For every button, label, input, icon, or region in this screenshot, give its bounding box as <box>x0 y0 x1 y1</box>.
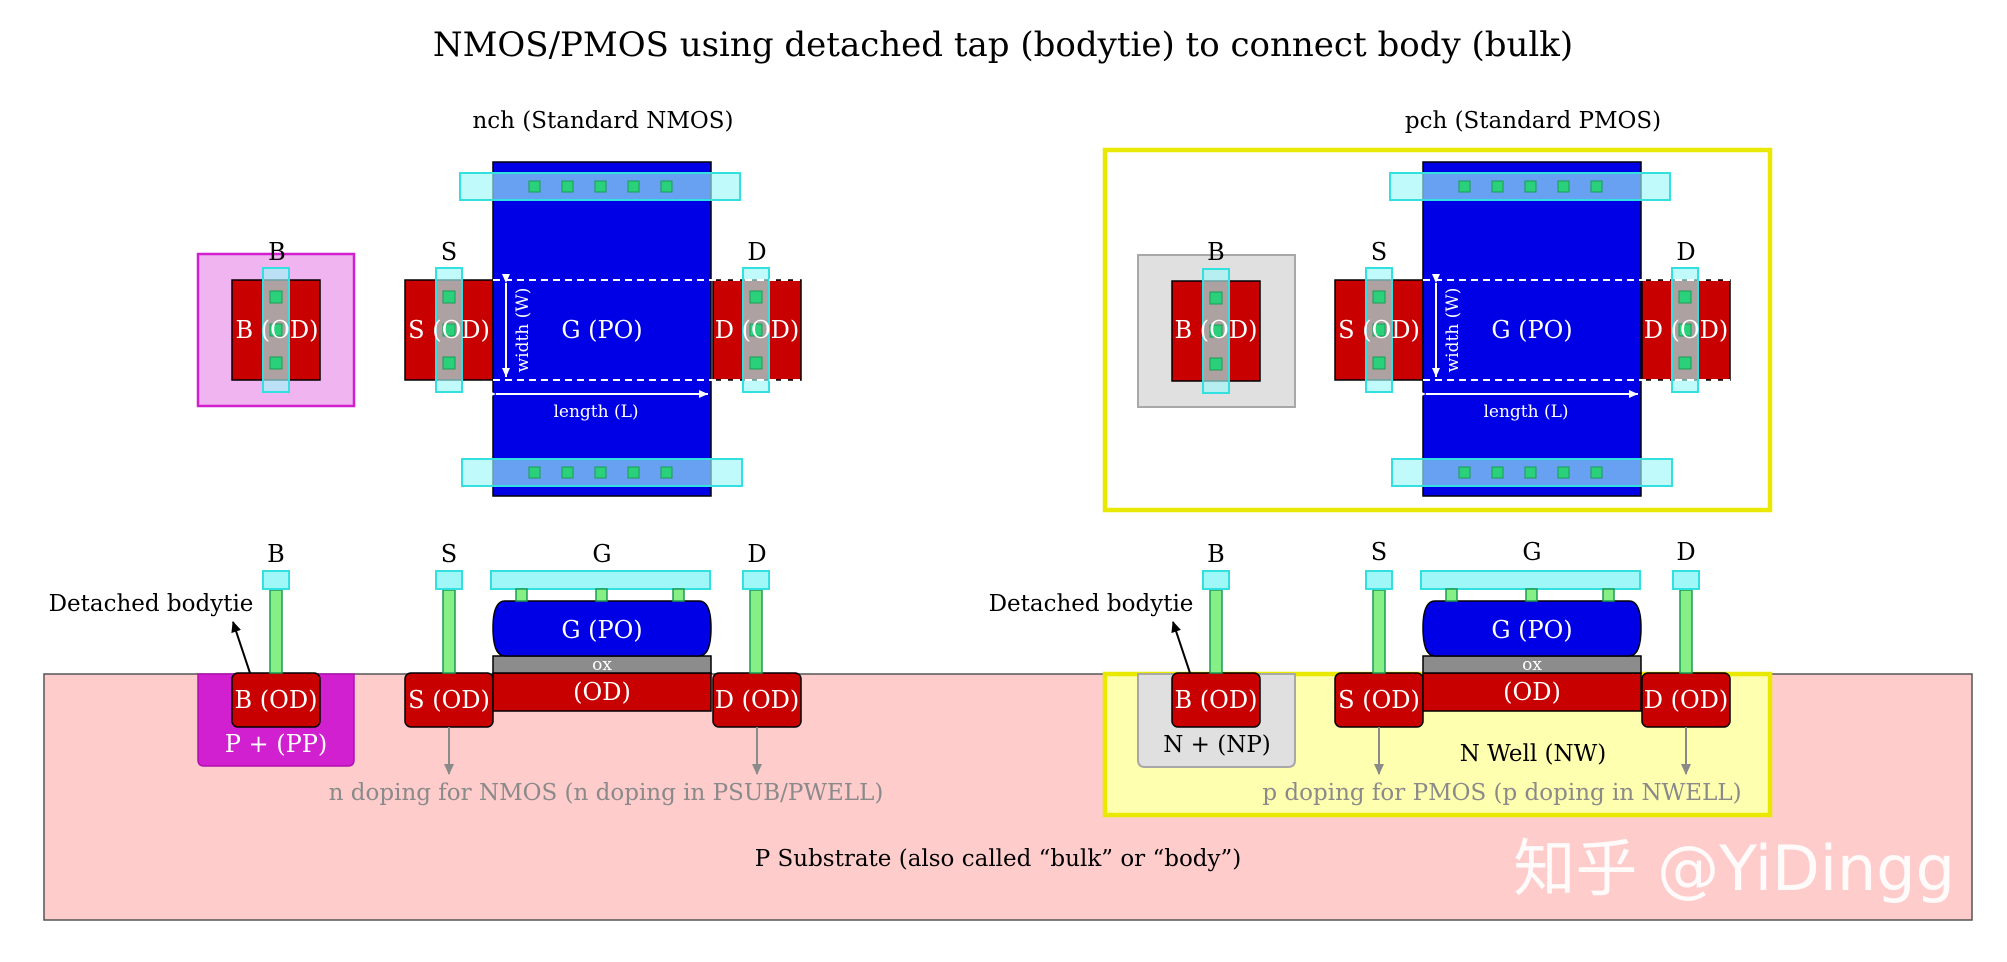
nmos-cs-source-via <box>442 589 456 674</box>
pmos-top-view: pch (Standard PMOS) B B (OD) <box>1102 108 1773 513</box>
nmos-cs-gate-metal <box>490 570 711 590</box>
pmos-subtitle: pch (Standard PMOS) <box>1405 108 1661 134</box>
nmos-top-gate-contacts <box>528 180 673 479</box>
nmos-bodytie-label: Detached bodytie <box>49 591 254 617</box>
nmos-top-body-contact-1 <box>269 290 283 304</box>
p-substrate-label: P Substrate (also called “bulk” or “body… <box>755 846 1242 872</box>
pmos-top-gate-poly <box>1422 161 1642 497</box>
nmos-cs-pp-label: P + (PP) <box>225 730 328 758</box>
pmos-cs-body-label: B (OD) <box>1175 686 1258 714</box>
nmos-cross-section: P + (PP) B (OD) B S (OD) D (OD) (OD) ox … <box>49 540 884 806</box>
pmos-cs-d-terminal: D <box>1676 538 1695 566</box>
nmos-top-body-contact-2 <box>269 323 283 337</box>
nmos-top-width-label: width (W) <box>513 288 533 373</box>
pmos-cs-nwell-label: N Well (NW) <box>1460 741 1607 767</box>
nmos-cs-oxide-label: ox <box>592 655 612 675</box>
pmos-top-s-terminal: S <box>1371 238 1387 266</box>
nmos-cs-g-terminal: G <box>592 540 611 568</box>
pmos-cs-np-label: N + (NP) <box>1163 732 1271 758</box>
pmos-bodytie-label: Detached bodytie <box>989 591 1194 617</box>
pmos-cs-channel-label: (OD) <box>1503 678 1561 706</box>
nmos-cs-source-label: S (OD) <box>408 686 490 714</box>
pmos-cs-drain-via <box>1679 589 1693 674</box>
pmos-cs-b-terminal: B <box>1207 540 1225 568</box>
pmos-top-b-terminal: B <box>1207 238 1225 266</box>
nmos-cs-channel-label: (OD) <box>573 678 631 706</box>
pmos-top-gate-contacts <box>1458 180 1603 479</box>
nmos-top-length-label: length (L) <box>553 402 638 422</box>
pmos-cs-body-via <box>1209 589 1223 674</box>
pmos-cross-section: N Well (NW) N + (NP) B (OD) B S (OD) D (… <box>989 538 1773 818</box>
pmos-cs-gate-poly <box>1422 600 1642 657</box>
nmos-top-body-contact-3 <box>269 356 283 370</box>
nmos-top-gate-label: G (PO) <box>561 316 642 344</box>
pmos-top-nwell <box>1102 147 1773 513</box>
nmos-top-view: nch (Standard NMOS) B B (OD) <box>196 108 802 497</box>
pmos-cs-g-terminal: G <box>1522 538 1541 566</box>
nmos-cs-body-pad <box>262 570 290 590</box>
nmos-top-d-terminal: D <box>747 238 766 266</box>
pmos-top-d-terminal: D <box>1676 238 1695 266</box>
pmos-cs-gate-label: G (PO) <box>1491 616 1572 644</box>
nmos-top-body-label: B (OD) <box>236 316 319 344</box>
nmos-cs-source-pad <box>435 570 463 590</box>
pmos-top-width-label: width (W) <box>1443 288 1463 373</box>
diagram-title: NMOS/PMOS using detached tap (bodytie) t… <box>433 25 1573 65</box>
pmos-cs-gate-metal <box>1420 570 1641 590</box>
pmos-top-length-label: length (L) <box>1483 402 1568 422</box>
nmos-cs-body-via <box>269 589 283 674</box>
nmos-cs-body-label: B (OD) <box>235 686 318 714</box>
nmos-top-s-terminal: S <box>441 238 457 266</box>
nmos-top-source-label: S (OD) <box>408 316 490 344</box>
pmos-doping-note: p doping for PMOS (p doping in NWELL) <box>1262 780 1741 806</box>
pmos-top-source-label: S (OD) <box>1338 316 1420 344</box>
pmos-top-drain-label: D (OD) <box>1644 316 1729 344</box>
nmos-cs-drain-via <box>749 589 763 674</box>
pmos-top-gate-label: G (PO) <box>1491 316 1572 344</box>
nmos-cs-channel-od <box>492 672 712 712</box>
watermark: 知乎 @YiDingg <box>1513 832 1955 905</box>
nmos-cs-s-terminal: S <box>441 540 457 568</box>
pmos-cs-body-pad <box>1202 570 1230 590</box>
nmos-top-drain-label: D (OD) <box>715 316 800 344</box>
nmos-top-b-terminal: B <box>268 238 286 266</box>
nmos-top-gate-poly <box>492 161 712 497</box>
pmos-bodytie-arrow <box>1171 621 1191 674</box>
nmos-cs-d-terminal: D <box>747 540 766 568</box>
nmos-bodytie-arrow <box>231 621 251 674</box>
pmos-cs-drain-label: D (OD) <box>1644 686 1729 714</box>
nmos-top-drain-metal <box>742 267 770 393</box>
pmos-cs-source-label: S (OD) <box>1338 686 1420 714</box>
nmos-doping-note: n doping for NMOS (n doping in PSUB/PWEL… <box>329 780 884 806</box>
pmos-cs-s-terminal: S <box>1371 538 1387 566</box>
nmos-cs-drain-label: D (OD) <box>715 686 800 714</box>
pmos-cs-source-pad <box>1365 570 1393 590</box>
nmos-cs-drain-pad <box>742 570 770 590</box>
pmos-cs-drain-pad <box>1672 570 1700 590</box>
pmos-top-body-label: B (OD) <box>1175 316 1258 344</box>
nmos-cs-b-terminal: B <box>267 540 285 568</box>
pmos-cs-oxide-label: ox <box>1522 655 1542 675</box>
nmos-cs-gate-poly <box>492 600 712 657</box>
nmos-cs-gate-label: G (PO) <box>561 616 642 644</box>
nmos-subtitle: nch (Standard NMOS) <box>472 108 733 134</box>
pmos-cs-source-via <box>1372 589 1386 674</box>
